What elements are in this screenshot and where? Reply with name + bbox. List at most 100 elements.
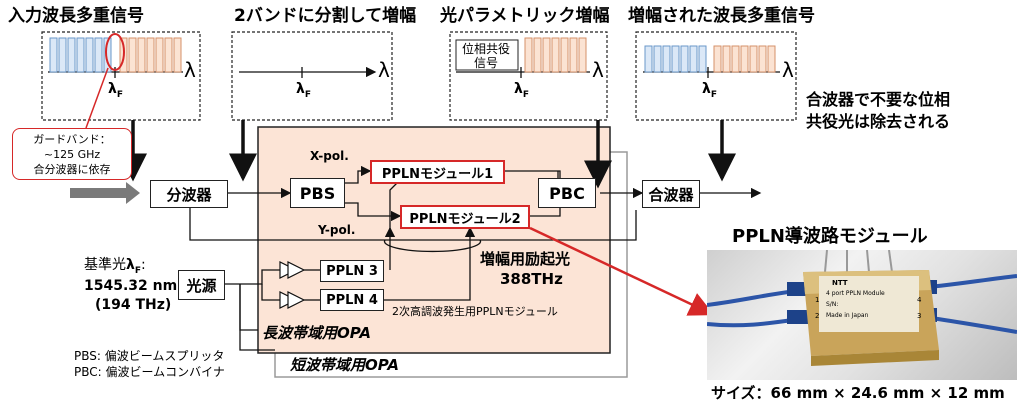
module-pointer xyxy=(529,226,715,316)
spectrum-bar-input-orange xyxy=(137,37,146,73)
guard-band-line3: 合分波器に依存 xyxy=(33,163,111,176)
module-label-model: 4 port PPLN Module xyxy=(826,290,885,297)
spectrum-bar-input-blue xyxy=(103,37,112,73)
pump-rotation xyxy=(383,239,482,253)
removal-note-line2: 共役光は除去される xyxy=(806,112,951,131)
phase-conj-box xyxy=(455,39,519,71)
reference-frequency: (194 THz) xyxy=(95,297,172,313)
spectrum-bar-amplified-orange xyxy=(758,45,767,73)
spectrum-frame-opa xyxy=(449,31,608,121)
spectrum-frame-amplified xyxy=(635,31,797,121)
spectrum-bar-input-orange xyxy=(173,37,182,73)
spectrum-bar-amplified-blue xyxy=(689,45,698,73)
spectrum-bar-input-blue xyxy=(76,37,85,73)
spectrum-bar-amplified-blue xyxy=(698,45,707,73)
module-port-2: 2 xyxy=(815,312,820,320)
module-label-origin: Made in Japan xyxy=(826,312,869,319)
spectrum-bar-input-blue xyxy=(49,37,58,73)
input-arrow xyxy=(70,182,140,204)
lambda-axis-1: λ xyxy=(184,58,196,82)
spectrum-bars xyxy=(49,37,776,73)
phase-conj-line1: 位相共役 xyxy=(462,42,511,56)
ppln-3-block: PPLN 3 xyxy=(320,260,384,282)
mux-block: 合波器 xyxy=(642,180,700,208)
pbc-block: PBC xyxy=(538,178,596,208)
module-port-1: 1 xyxy=(815,296,820,304)
spectrum-bar-input-blue xyxy=(94,37,103,73)
long-opa-label: 長波帯域用OPA xyxy=(262,324,371,342)
amp-triangle-2 xyxy=(287,261,306,279)
lambda-axis-3: λ xyxy=(592,58,604,82)
spectrum-bar-opa-orange xyxy=(524,37,533,73)
guard-band-line1: ガードバンド： xyxy=(33,133,111,146)
spectrum-bar-input-orange xyxy=(128,37,137,73)
spectrum-bar-amplified-orange xyxy=(740,45,749,73)
spectrum-bar-opa-orange xyxy=(578,37,587,73)
shg-label: 2次高調波発生用PPLNモジュール xyxy=(392,305,558,318)
lambda-f-3: λF xyxy=(514,81,530,100)
pump-freq: 388THz xyxy=(500,270,563,288)
spectrum-bar-input-orange xyxy=(155,37,164,73)
spectrum-bar-amplified-blue xyxy=(644,45,653,73)
spectrum-bar-amplified-orange xyxy=(749,45,758,73)
module-port-3: 3 xyxy=(917,312,922,320)
removal-note-line1: 合波器で不要な位相 xyxy=(806,90,951,109)
lambda-f-1: λF xyxy=(108,81,124,100)
abbrev-pbs: PBS: 偏波ビームスプリッタ xyxy=(74,349,225,363)
guard-band-line2: ~125 GHz xyxy=(43,148,101,161)
spectrum-bar-input-blue xyxy=(85,37,94,73)
spectrum-bar-amplified-orange xyxy=(722,45,731,73)
title-opa: 光パラメトリック増幅 xyxy=(440,6,610,26)
x-pol-label: X-pol. xyxy=(310,149,349,163)
lambda-axis-4: λ xyxy=(782,58,794,82)
ppln-module-1: PPLNモジュール1 xyxy=(370,160,505,184)
spectrum-bar-amplified-orange xyxy=(731,45,740,73)
title-amplified: 増幅された波長多重信号 xyxy=(628,6,815,26)
module-port-4: 4 xyxy=(917,296,922,304)
module-drawing xyxy=(707,250,1017,366)
spectrum-bar-opa-orange xyxy=(560,37,569,73)
spectrum-bar-opa-orange xyxy=(542,37,551,73)
pbs-block: PBS xyxy=(290,178,345,208)
spectrum-bar-opa-orange xyxy=(551,37,560,73)
abbrev-pbc: PBC: 偏波ビームコンバイナ xyxy=(74,365,225,379)
demux-block: 分波器 xyxy=(150,180,228,208)
title-split-amp: 2バンドに分割して増幅 xyxy=(234,6,417,26)
light-source-block: 光源 xyxy=(178,270,225,300)
ppln-module-2: PPLNモジュール2 xyxy=(400,205,530,229)
spectrum-bar-amplified-orange xyxy=(767,45,776,73)
module-photo xyxy=(707,250,1017,380)
module-size: サイズ：66 mm × 24.6 mm × 12 mm xyxy=(711,384,1005,402)
spectrum-frame-input xyxy=(41,31,201,121)
guard-band-callout: ガードバンド： ~125 GHz 合分波器に依存 xyxy=(12,128,132,180)
module-label-brand: NTT xyxy=(832,279,848,287)
short-opa-label: 短波帯域用OPA xyxy=(290,356,399,374)
spectrum-bar-opa-orange xyxy=(569,37,578,73)
spectrum-bar-input-orange xyxy=(164,37,173,73)
spectrum-bar-input-blue xyxy=(67,37,76,73)
spectrum-bar-amplified-blue xyxy=(680,45,689,73)
lambda-axis-2: λ xyxy=(378,58,390,82)
spectrum-bar-amplified-orange xyxy=(713,45,722,73)
spectrum-bar-amplified-blue xyxy=(671,45,680,73)
amp-triangle-4 xyxy=(287,291,306,309)
module-title: PPLN導波路モジュール xyxy=(732,226,928,247)
ppln-4-block: PPLN 4 xyxy=(320,289,384,311)
spectrum-bar-input-orange xyxy=(146,37,155,73)
lambda-f-4: λF xyxy=(702,81,718,100)
title-input-wdm: 入力波長多重信号 xyxy=(8,6,144,26)
spectrum-bar-amplified-blue xyxy=(653,45,662,73)
module-label-sn: S/N: xyxy=(826,301,839,308)
phase-conj-line2: 信号 xyxy=(474,56,499,70)
reference-wavelength: 1545.32 nm xyxy=(84,278,178,294)
reference-label: 基準光λF: xyxy=(84,257,146,276)
spectrum-bar-amplified-blue xyxy=(662,45,671,73)
spectrum-bar-input-blue xyxy=(58,37,67,73)
lambda-f-2: λF xyxy=(296,81,312,100)
y-pol-label: Y-pol. xyxy=(318,223,356,237)
pump-label: 増幅用励起光 xyxy=(480,250,571,268)
spectrum-frame-split xyxy=(231,31,393,121)
guard-band-circle xyxy=(105,33,125,71)
spectrum-bar-opa-orange xyxy=(533,37,542,73)
